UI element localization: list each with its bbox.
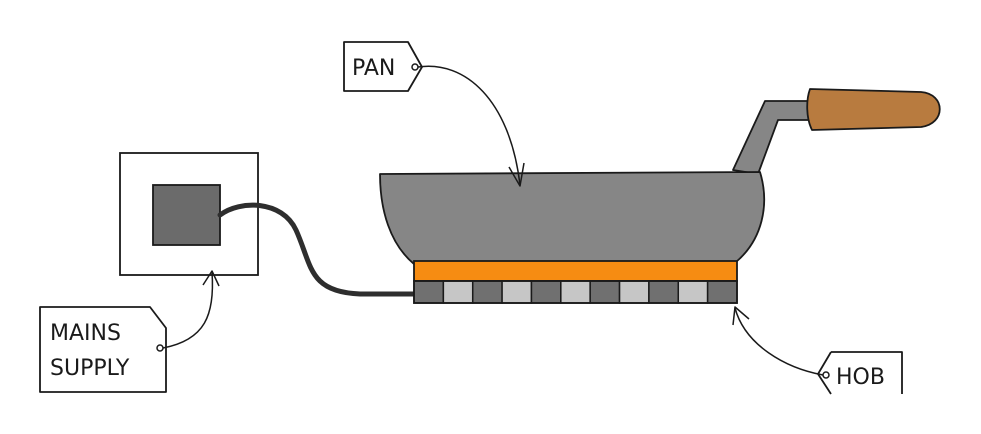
hob-tile <box>589 280 621 304</box>
mains-label-line1: MAINS <box>50 321 121 346</box>
pan-tag-hole <box>411 63 419 71</box>
pan-handle <box>732 88 941 175</box>
hob-tile <box>413 280 445 304</box>
hob-tile <box>560 280 591 304</box>
hob-tile <box>677 280 709 304</box>
hob-label: HOB <box>836 365 885 390</box>
hob-tile <box>530 280 562 304</box>
pan-tag-outline <box>343 41 423 92</box>
pan-pointer-arrow <box>417 65 521 186</box>
hob-icon <box>413 260 738 304</box>
hob-arrowhead <box>732 306 750 326</box>
hob-label-tag: HOB <box>732 306 903 395</box>
hob-heater <box>413 260 738 282</box>
hob-tile <box>471 280 503 304</box>
socket-icon <box>152 184 221 246</box>
hob-tile <box>618 280 650 304</box>
mains-tag-hole <box>156 344 164 352</box>
hob-tile <box>501 280 533 304</box>
pan-arrowhead <box>508 162 525 187</box>
cable-icon <box>217 202 417 297</box>
hob-tag-hole <box>822 371 830 379</box>
hob-tile <box>442 280 474 304</box>
pan-label-tag: PAN <box>343 41 525 187</box>
handle-grip <box>806 88 941 131</box>
pan-icon <box>379 171 766 265</box>
handle-arm <box>732 100 813 175</box>
hob-tiles <box>413 280 738 304</box>
hob-tile <box>706 280 738 304</box>
hob-base-outline <box>413 280 738 304</box>
mains-tag-outline <box>39 306 167 393</box>
hob-pointer-arrow <box>734 307 824 376</box>
mains-label-tag: MAINS SUPPLY <box>39 270 220 393</box>
hob-tile <box>648 280 680 304</box>
mains-socket <box>119 152 259 276</box>
pan-label: PAN <box>352 56 395 81</box>
mains-pointer-arrow <box>162 271 214 349</box>
mains-arrowhead <box>202 270 220 287</box>
mains-label-line2: SUPPLY <box>50 356 130 381</box>
